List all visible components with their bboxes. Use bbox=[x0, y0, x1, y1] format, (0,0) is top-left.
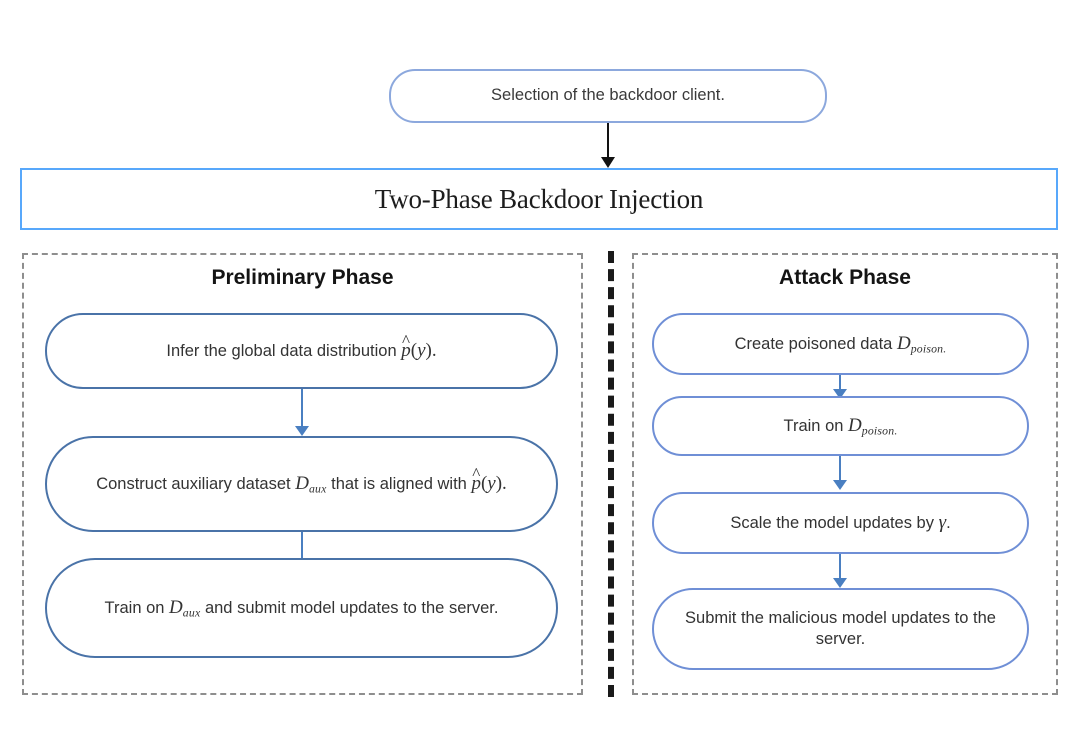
arrow-head bbox=[295, 426, 309, 436]
arrow-head bbox=[833, 480, 847, 490]
node-label: Create poisoned data Dpoison. bbox=[734, 332, 947, 356]
arrow-head bbox=[833, 578, 847, 588]
node-construct-auxiliary-dataset: Construct auxiliary dataset Daux that is… bbox=[45, 436, 558, 532]
arrow-head bbox=[833, 389, 847, 399]
phase-title-attack: Attack Phase bbox=[779, 266, 911, 289]
node-selection-of-backdoor-client: Selection of the backdoor client. bbox=[389, 69, 827, 123]
arrow-shaft bbox=[839, 456, 841, 480]
arrow-shaft bbox=[839, 375, 841, 389]
node-submit-malicious-updates: Submit the malicious model updates to th… bbox=[652, 588, 1029, 670]
arrow-shaft bbox=[607, 123, 609, 157]
node-label: Train on Dpoison. bbox=[783, 414, 898, 438]
arrow-shaft bbox=[839, 554, 841, 578]
node-label: Train on Daux and submit model updates t… bbox=[104, 596, 499, 620]
arrow-head bbox=[601, 157, 615, 168]
node-create-poisoned-data: Create poisoned data Dpoison. bbox=[652, 313, 1029, 375]
node-label: Construct auxiliary dataset Daux that is… bbox=[96, 463, 507, 496]
node-label: Scale the model updates by γ. bbox=[730, 511, 951, 533]
node-scale-model-updates: Scale the model updates by γ. bbox=[652, 492, 1029, 554]
arrow-shaft bbox=[301, 532, 303, 568]
node-train-on-poison: Train on Dpoison. bbox=[652, 396, 1029, 456]
node-label: Selection of the backdoor client. bbox=[491, 86, 725, 105]
arrow-shaft bbox=[301, 389, 303, 426]
node-label: Submit the malicious model updates to th… bbox=[685, 608, 996, 648]
phase-container-attack bbox=[632, 253, 1058, 695]
banner-two-phase-backdoor-injection: Two-Phase Backdoor Injection bbox=[20, 168, 1058, 230]
node-label: Infer the global data distribution p^(y)… bbox=[166, 330, 437, 361]
phase-container-preliminary bbox=[22, 253, 583, 695]
phase-title-preliminary: Preliminary Phase bbox=[211, 266, 394, 289]
node-infer-distribution: Infer the global data distribution p^(y)… bbox=[45, 313, 558, 389]
phase-divider bbox=[608, 251, 614, 697]
banner-title: Two-Phase Backdoor Injection bbox=[374, 183, 704, 214]
node-train-and-submit: Train on Daux and submit model updates t… bbox=[45, 558, 558, 658]
